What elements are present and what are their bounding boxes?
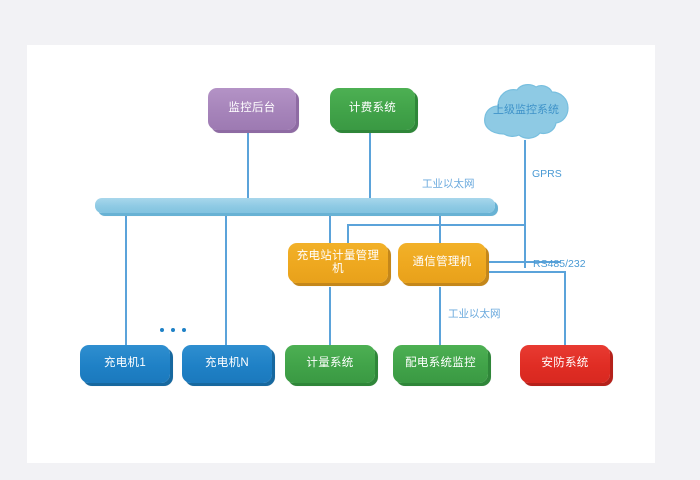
wire-comm-bridge-upper <box>347 224 525 243</box>
node-communication-manager[interactable]: 通信管理机 <box>398 243 486 283</box>
node-label: 充电机N <box>204 357 249 370</box>
node-metering-system[interactable]: 计量系统 <box>285 345 375 383</box>
node-charger-n[interactable]: 充电机N <box>182 345 272 383</box>
label-bus-industrial-ethernet: 工业以太网 <box>422 178 475 190</box>
label-gprs: GPRS <box>532 168 562 180</box>
node-label: 配电系统监控 <box>405 357 476 370</box>
node-charger-1[interactable]: 充电机1 <box>80 345 170 383</box>
node-label: 上级监控系统 <box>493 104 559 116</box>
node-label: 监控后台 <box>228 102 276 115</box>
cloud-icon <box>484 84 569 139</box>
node-distribution-monitoring[interactable]: 配电系统监控 <box>393 345 488 383</box>
node-security-system[interactable]: 安防系统 <box>520 345 610 383</box>
node-label: 计量系统 <box>306 357 354 370</box>
node-label: 通信管理机 <box>412 256 472 269</box>
node-label: 计费系统 <box>348 102 397 115</box>
node-charging-station-metering-manager[interactable]: 充电站计量管理机 <box>288 243 388 283</box>
node-upper-monitor-system[interactable]: 上级监控系统 <box>478 82 574 142</box>
label-ethernet-lower: 工业以太网 <box>448 308 501 320</box>
node-label: 充电机1 <box>103 357 147 370</box>
node-label: 安防系统 <box>541 357 589 370</box>
node-billing-system[interactable]: 计费系统 <box>330 88 415 130</box>
ellipsis-chargers <box>160 328 186 332</box>
label-rs485: RS485/232 <box>533 258 586 270</box>
industrial-ethernet-bus[interactable] <box>95 198 495 213</box>
node-monitor-backend[interactable]: 监控后台 <box>208 88 296 130</box>
node-label: 充电站计量管理机 <box>296 249 380 275</box>
